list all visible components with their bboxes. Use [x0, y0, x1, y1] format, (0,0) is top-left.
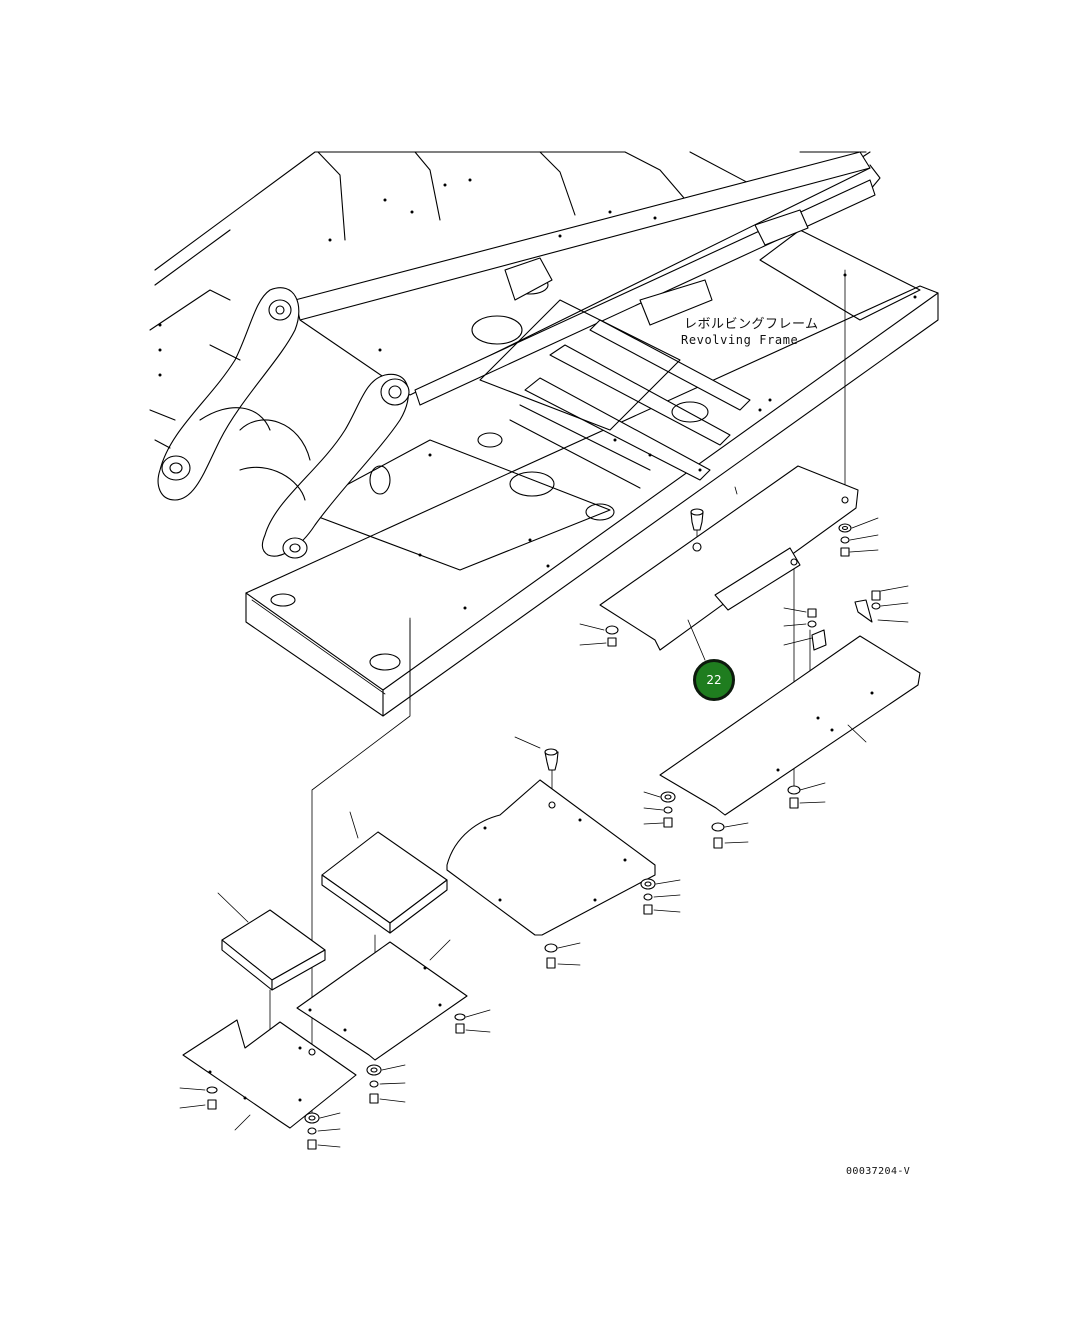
insulation-pads [217, 811, 448, 1061]
lower-cover-plates [182, 939, 468, 1131]
cover-plate-middle [446, 748, 656, 936]
frame-label-english: Revolving Frame [681, 333, 799, 347]
drawing-number: 00037204-V [846, 1166, 911, 1177]
cover-plate-upper [599, 465, 859, 651]
revolving-frame-drawing [149, 151, 939, 717]
callout-number: 22 [706, 673, 722, 687]
fasteners [179, 486, 909, 1150]
callout-22-badge[interactable]: 22 [693, 659, 735, 701]
frame-label-japanese: レボルビングフレーム [684, 317, 819, 332]
cover-plate-right [659, 599, 921, 816]
